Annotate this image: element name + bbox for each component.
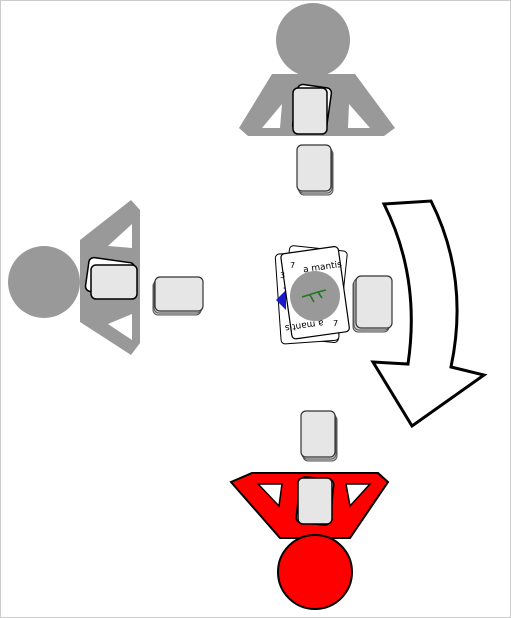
player-top-hand-cards: [291, 83, 333, 135]
player-bottom-arm-left: [256, 483, 283, 508]
center-card-pile: a mantis a mantis 7 3 7: [274, 245, 393, 345]
player-left: [8, 200, 204, 355]
player-left-deck: [152, 276, 204, 316]
player-top-arm-left: [262, 104, 282, 128]
player-top: [239, 3, 395, 196]
player-top-arm-right: [348, 104, 370, 128]
mantis-icon: [301, 289, 327, 303]
card-number-top: 7: [290, 261, 295, 270]
player-left-hand-cards: [84, 256, 138, 300]
player-left-head: [8, 246, 80, 318]
player-bottom-arm-right: [345, 483, 372, 508]
center-draw-deck: [352, 275, 393, 333]
card-number-alt: 3: [280, 271, 285, 280]
player-left-arm-top: [108, 224, 132, 248]
player-bottom: [229, 410, 390, 610]
player-bottom-deck: [300, 410, 338, 462]
card-number-bottom: 7: [333, 319, 338, 328]
player-bottom-hand-cards: [295, 476, 335, 526]
player-top-deck: [296, 144, 334, 196]
player-left-arm-bottom: [108, 314, 132, 340]
card-artwork-circle: [290, 271, 340, 321]
card-blue-marker: [276, 290, 286, 310]
clockwise-turn-arrow-icon: [370, 199, 488, 429]
player-top-head: [276, 3, 350, 77]
player-bottom-head: [277, 534, 353, 610]
